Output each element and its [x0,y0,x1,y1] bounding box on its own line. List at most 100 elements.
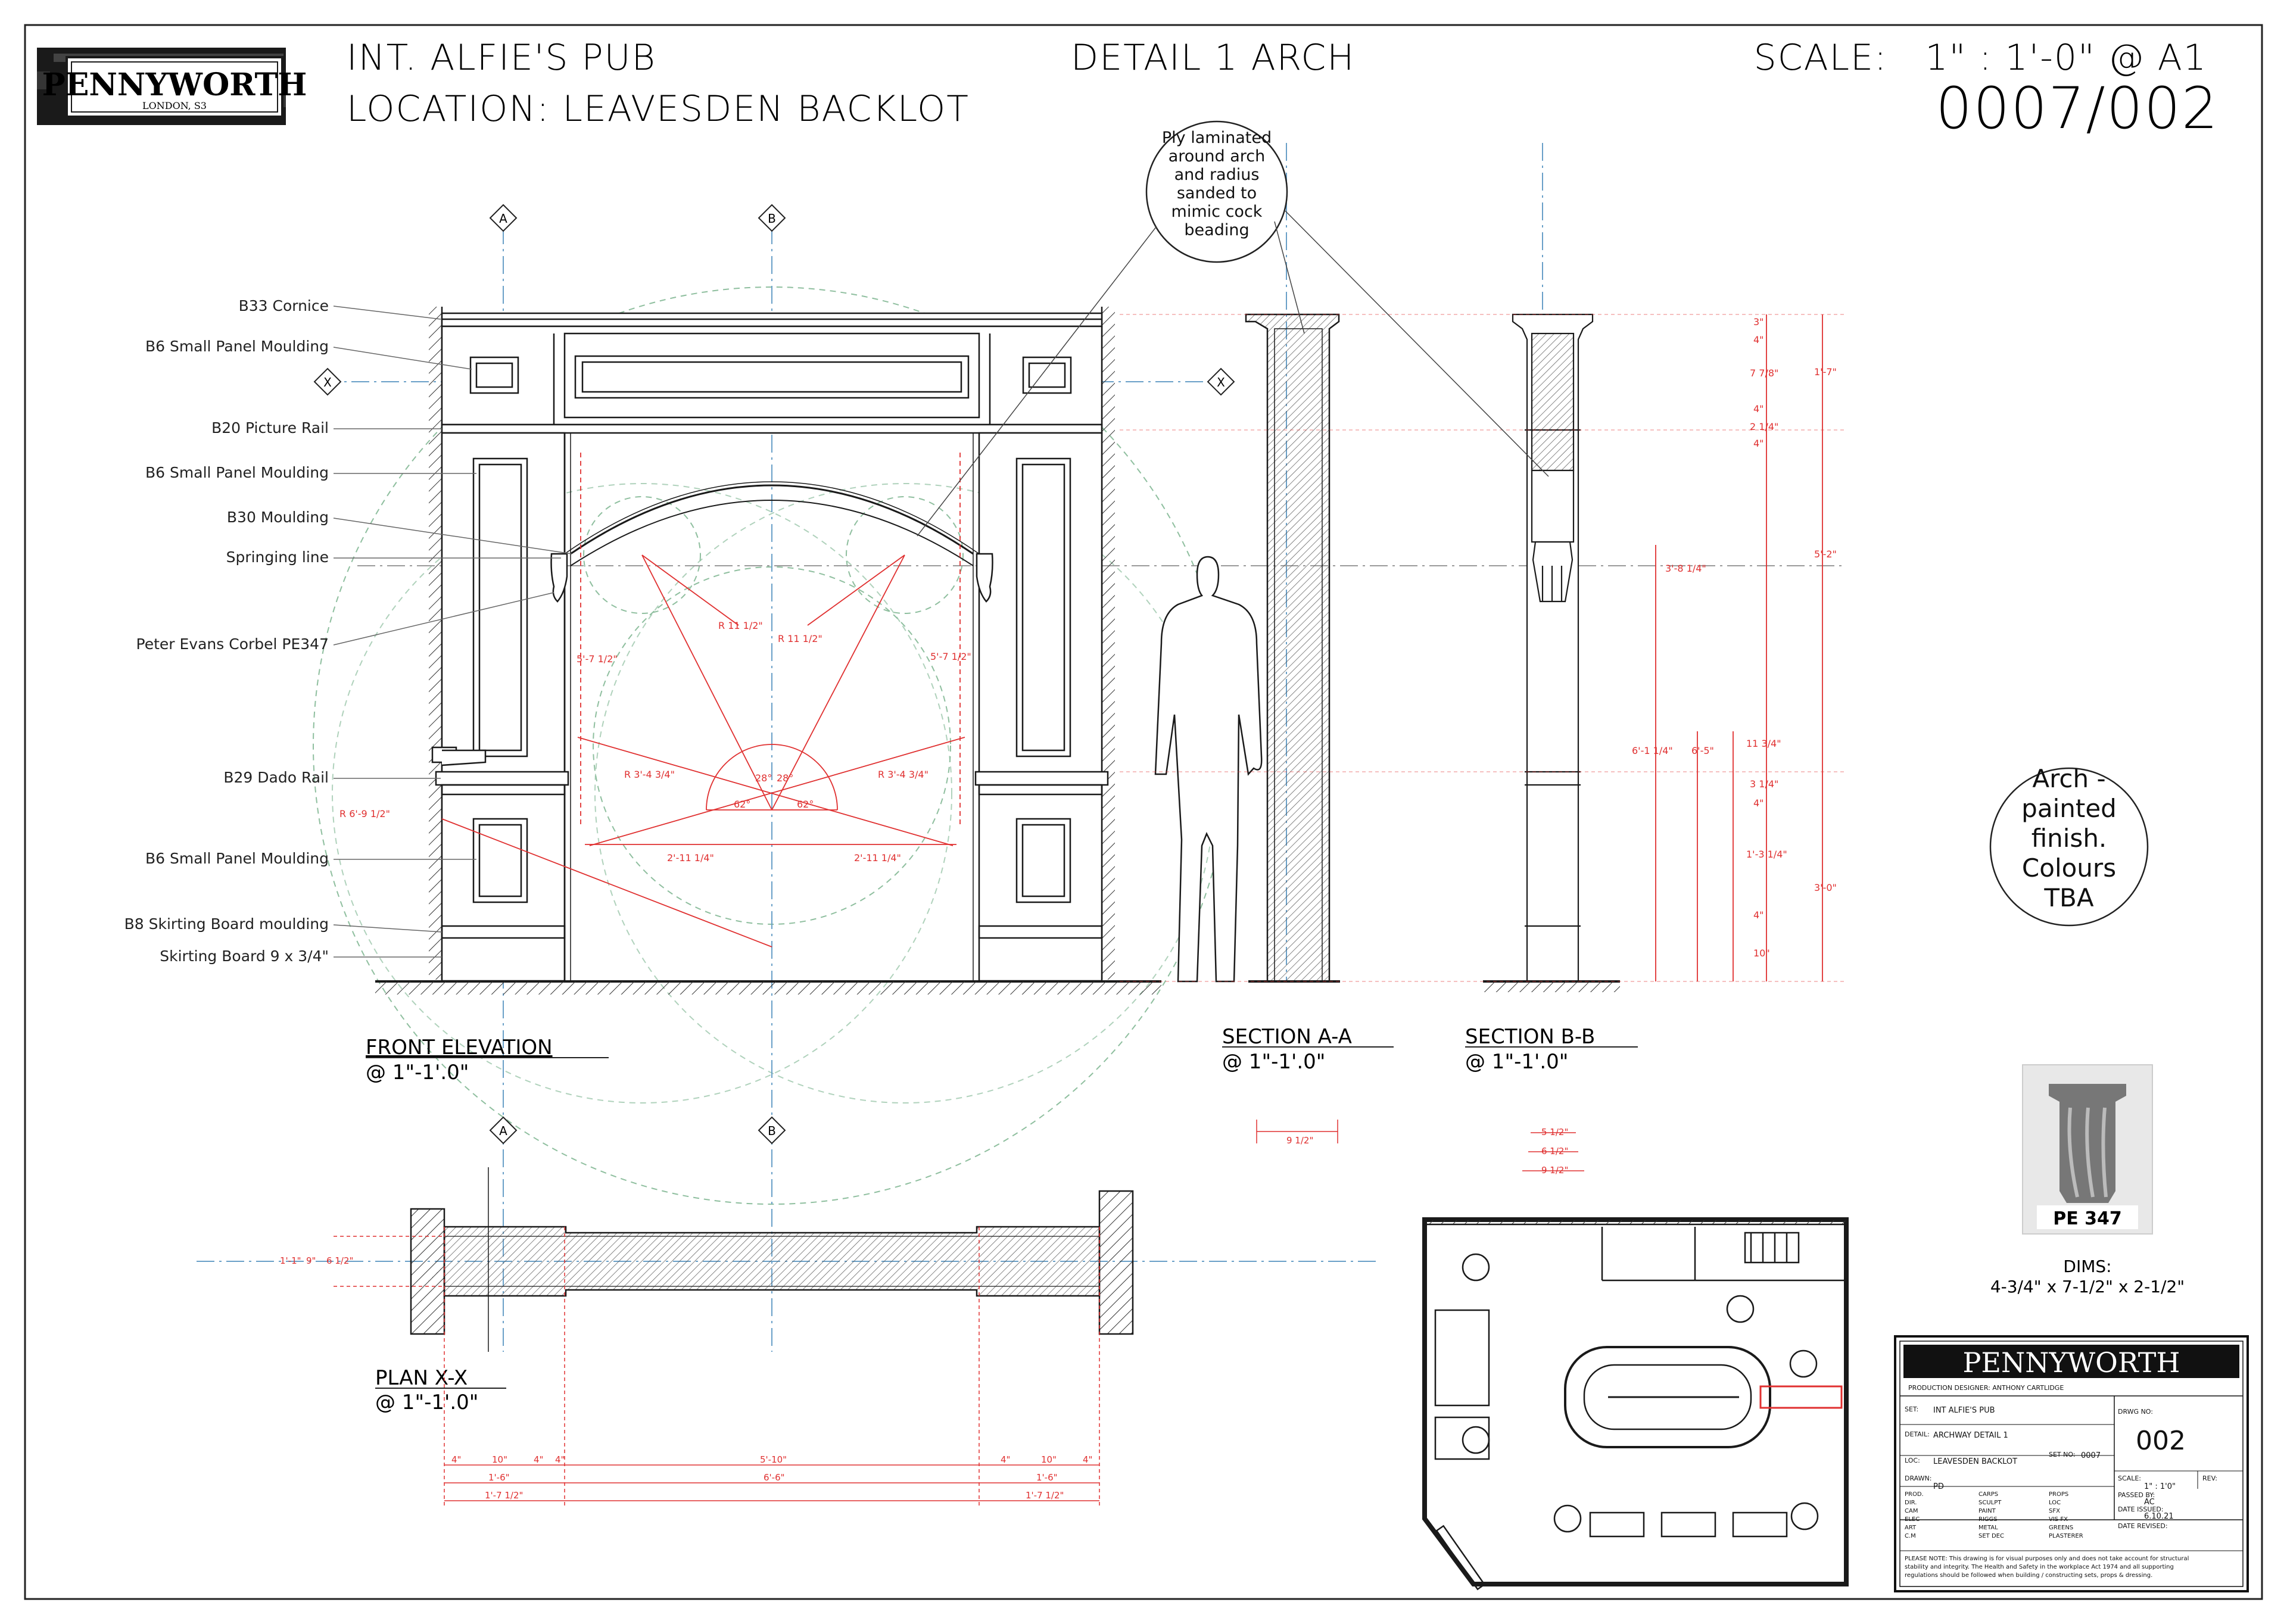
corbel-dims-label: DIMS: [2063,1257,2111,1276]
svg-text:9 1/2": 9 1/2" [1286,1135,1313,1146]
svg-text:X: X [323,375,332,389]
svg-text:5'-10": 5'-10" [760,1454,787,1465]
svg-text:@ 1"-1'.0": @ 1"-1'.0" [375,1391,478,1414]
svg-text:SET NO:: SET NO: [2049,1451,2076,1458]
plan-dims-row2: 1'-6" 6'-6" 1'-6" [488,1472,1058,1483]
plan-dims-row1: 4" 10" 4" 4" 5'-10" 4" 10" 4" [451,1454,1092,1465]
component-labels: B33 Cornice B6 Small Panel Moulding B20 … [124,297,329,965]
section-b-dimension-lines [1655,314,1823,981]
svg-text:GREENS: GREENS [2049,1525,2073,1531]
title-line1: INT. ALFIE'S PUB [347,37,656,79]
svg-text:5'-2": 5'-2" [1814,548,1837,560]
grid-marker-x-right: X [1207,367,1235,396]
detail-value: ARCHWAY DETAIL 1 [1933,1431,2008,1440]
svg-text:4": 4" [1753,438,1764,449]
set-value: INT ALFIE'S PUB [1933,1406,1995,1415]
section-b-dims-left: 3'-8 1/4" 6'-1 1/4" 6'-5" [1632,563,1714,756]
svg-text:1'-1": 1'-1" [280,1255,301,1266]
section-b-b [1483,313,1620,992]
svg-text:A: A [499,1124,507,1138]
svg-text:@ 1"-1'.0": @ 1"-1'.0" [366,1061,469,1084]
label-springing-line: Springing line [226,548,329,566]
svg-text:6 1/2": 6 1/2" [326,1255,353,1266]
logo-name: PENNYWORTH [42,67,307,103]
note-line-2: stability and integrity. The Health and … [1905,1564,2174,1570]
callout-ply-laminated: Ply laminated around arch and radius san… [917,120,1549,537]
svg-text:1'-6": 1'-6" [488,1472,510,1483]
arch-geometry [441,453,965,947]
svg-text:SET DEC: SET DEC [1978,1533,2004,1539]
callout-arch-finish: Arch - painted finish. Colours TBA [1989,764,2149,927]
loc-value: LEAVESDEN BACKLOT [1933,1457,2017,1466]
logo-sub: LONDON, S3 [142,100,207,111]
date-issued-value: 6.10.21 [2144,1512,2174,1521]
passed-by-value: AC [2144,1498,2155,1507]
label-b29-dado: B29 Dado Rail [223,769,329,786]
corbel-dims: 4-3/4" x 7-1/2" x 2-1/2" [1990,1277,2185,1296]
view-title-section-b: SECTION B-B @ 1"-1'.0" [1465,1025,1638,1074]
dim-r34-left: R 3'-4 3/4" [624,769,675,780]
dim-a62-left: 62° [734,799,750,810]
dim-a62-right: 62° [797,799,814,810]
dim-h57-left: 5'-7 1/2" [577,653,618,665]
human-figure [1154,556,1263,983]
svg-text:DRWG NO:: DRWG NO: [2118,1408,2153,1416]
svg-text:6'-5": 6'-5" [1691,745,1714,756]
grid-marker-x-left: X [313,367,342,396]
plan-dimension-lines [334,1227,1100,1507]
svg-text:SFX: SFX [2049,1508,2060,1514]
label-b33-cornice: B33 Cornice [239,297,329,314]
dim-h57-right: 5'-7 1/2" [930,651,971,662]
svg-text:4": 4" [1001,1454,1010,1465]
svg-text:painted: painted [2021,794,2117,823]
svg-text:6'-6": 6'-6" [764,1472,785,1483]
svg-text:4": 4" [451,1454,461,1465]
svg-text:PAINT: PAINT [1978,1508,1996,1514]
note-line-1: PLEASE NOTE: This drawing is for visual … [1905,1556,2189,1562]
svg-text:5 1/2": 5 1/2" [1541,1127,1568,1137]
section-b-extension-lines [1120,314,1846,982]
label-b30-moulding: B30 Moulding [227,509,329,526]
label-b8-skirting: B8 Skirting Board moulding [124,915,329,933]
svg-text:7 7/8": 7 7/8" [1750,367,1778,379]
svg-text:mimic cock: mimic cock [1171,202,1263,221]
svg-text:PROPS: PROPS [2049,1491,2068,1498]
svg-text:SECTION B-B: SECTION B-B [1465,1025,1595,1049]
svg-text:B: B [768,211,776,226]
svg-text:B: B [768,1124,776,1138]
svg-text:FRONT ELEVATION: FRONT ELEVATION [366,1036,553,1059]
label-b6-panel-2: B6 Small Panel Moulding [145,464,329,481]
svg-text:2 1/4": 2 1/4" [1750,421,1778,432]
svg-text:Arch -: Arch - [2032,764,2105,793]
svg-text:4": 4" [555,1454,565,1465]
section-a-a [1245,313,1340,983]
svg-text:SET:: SET: [1905,1405,1918,1413]
svg-text:DIR.: DIR. [1905,1500,1917,1506]
note-line-3: regulations should be followed when buil… [1905,1572,2152,1579]
svg-text:3'-0": 3'-0" [1814,882,1837,893]
label-skirting-board: Skirting Board 9 x 3/4" [160,947,329,965]
dim-r69: R 6'-9 1/2" [339,808,390,819]
svg-text:1'-3 1/4": 1'-3 1/4" [1746,849,1787,860]
label-leaders [333,306,572,958]
scale-value: 1" : 1'0" [2144,1482,2176,1491]
drawing-number: 0007/002 [1936,75,2219,142]
svg-text:Colours: Colours [2022,853,2116,883]
title-block: PENNYWORTH PRODUCTION DESIGNER: ANTHONY … [1894,1335,2249,1592]
view-title-section-a: SECTION A-A @ 1"-1'.0" [1222,1025,1394,1074]
svg-text:4": 4" [1753,909,1764,921]
dim-a28-left: 28° [755,772,772,784]
svg-text:SCALE:: SCALE: [2118,1475,2141,1482]
grid-marker-a-top: A [489,204,518,232]
grid-marker-b-plan: B [758,1116,786,1145]
plan-dims-left: 1'-1" 9" 6 1/2" [280,1255,353,1266]
svg-text:TBA: TBA [2043,883,2093,912]
svg-text:RIGGS: RIGGS [1978,1516,1998,1523]
view-title-plan: PLAN X-X @ 1"-1'.0" [375,1366,506,1414]
svg-text:REV:: REV: [2202,1475,2217,1482]
svg-text:6'-1 1/4": 6'-1 1/4" [1632,745,1673,756]
svg-text:Ply laminated: Ply laminated [1162,129,1272,147]
svg-text:DETAIL:: DETAIL: [1905,1430,1930,1438]
svg-text:sanded to: sanded to [1177,184,1257,202]
